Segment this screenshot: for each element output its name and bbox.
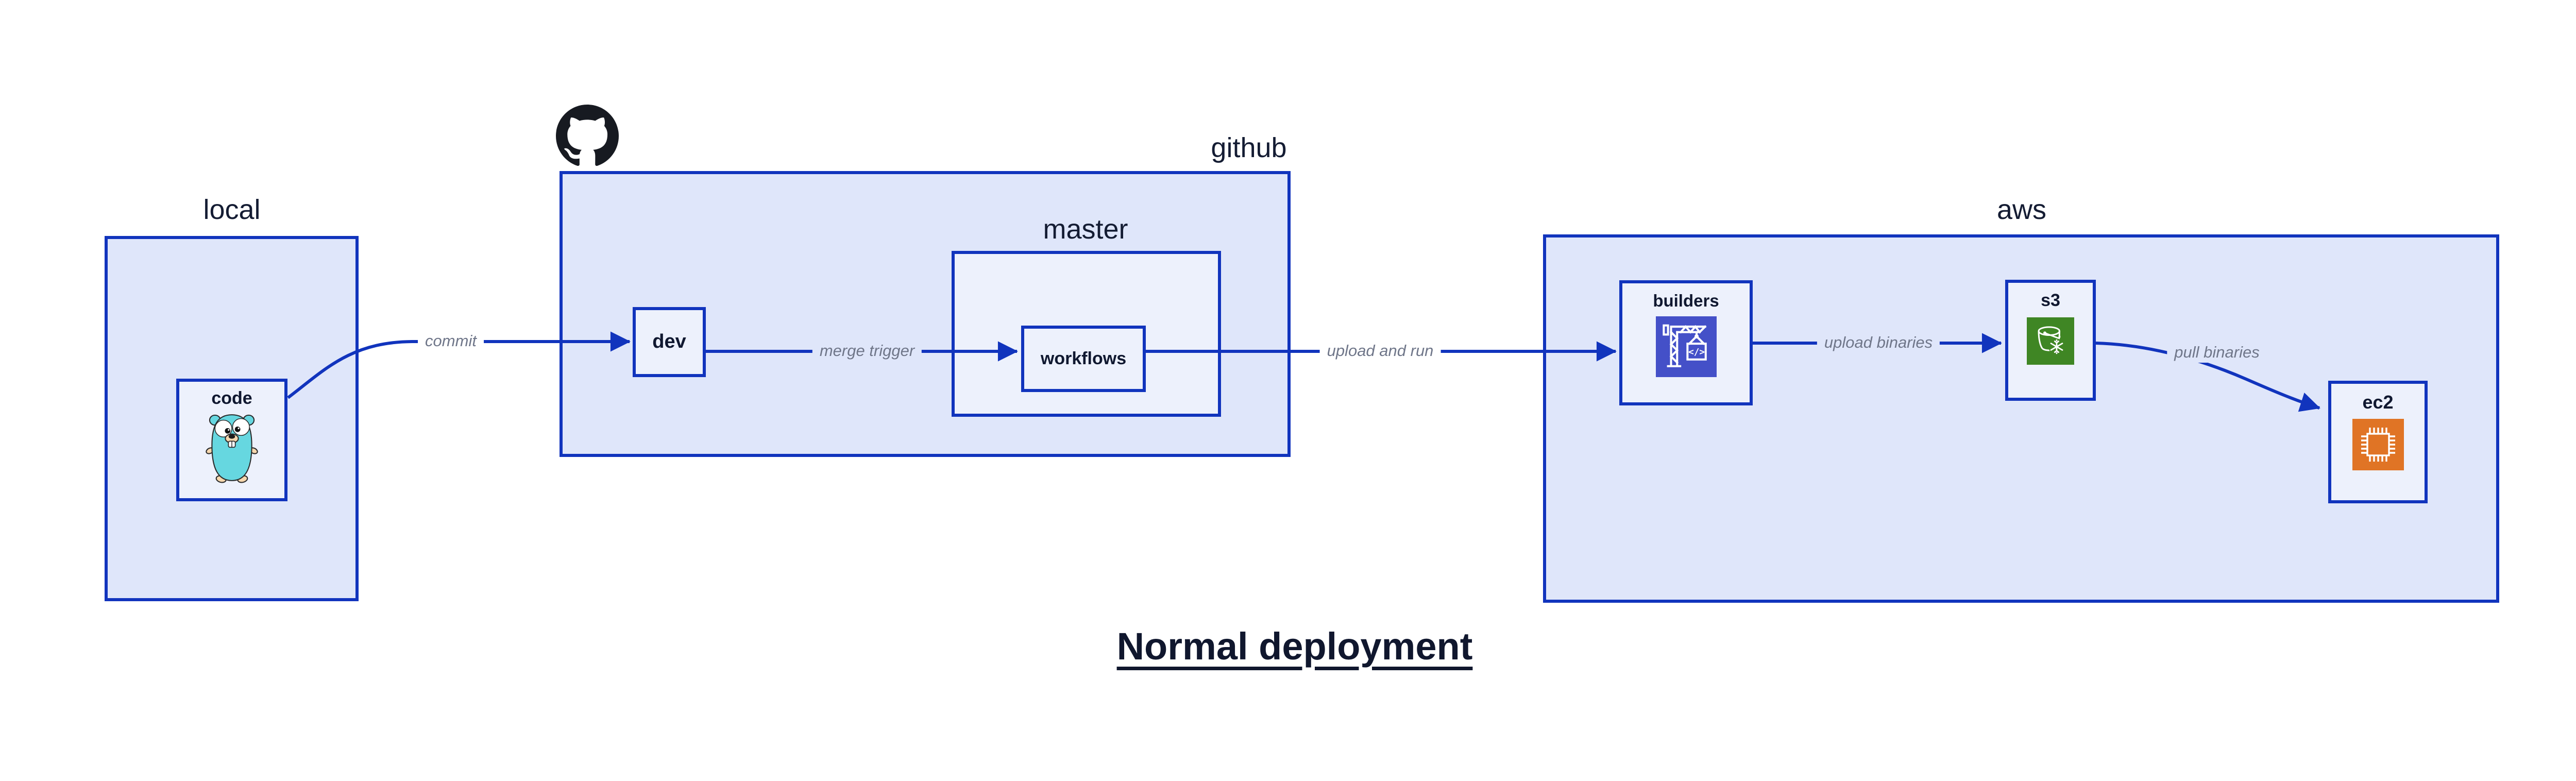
edge-upload-and-run-label: upload and run [1319, 341, 1441, 361]
aws-codebuild-crane-icon: </> [1655, 316, 1717, 378]
github-octocat-icon [556, 105, 619, 166]
svg-text:</>: </> [1688, 347, 1705, 358]
code-node: code [176, 379, 287, 501]
edge-pull-binaries-label: pull binaries [2167, 342, 2267, 363]
github-container-label: github [1211, 132, 1287, 163]
s3-node: s3 [2005, 280, 2096, 401]
edge-merge-trigger-label: merge trigger [812, 341, 922, 361]
ec2-node-label: ec2 [2362, 392, 2394, 413]
builders-node-label: builders [1653, 291, 1719, 310]
dev-node: dev [633, 307, 706, 377]
builders-node: builders </> [1619, 280, 1753, 405]
aws-s3-bucket-snowflake-icon [2027, 317, 2074, 365]
workflows-node-label: workflows [1040, 348, 1127, 368]
code-node-label: code [211, 388, 252, 408]
master-container-label: master [1043, 214, 1128, 245]
s3-node-label: s3 [2041, 291, 2060, 310]
go-gopher-icon [206, 414, 258, 483]
local-container-label: local [203, 194, 261, 225]
workflows-node: workflows [1021, 326, 1146, 392]
diagram-title: Normal deployment [1116, 625, 1473, 668]
dev-node-label: dev [652, 331, 686, 353]
edge-commit-label: commit [418, 331, 484, 351]
aws-container-label: aws [1996, 194, 2047, 225]
ec2-node: ec2 [2328, 381, 2428, 503]
aws-ec2-chip-icon [2352, 418, 2404, 470]
edge-upload-binaries-label: upload binaries [1817, 332, 1940, 353]
